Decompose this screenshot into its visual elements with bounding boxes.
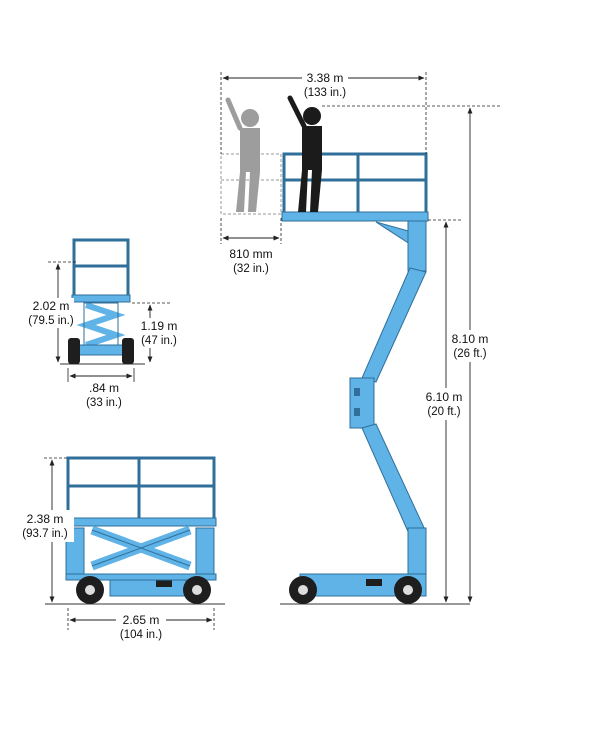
platform-height-metric: 6.10 m <box>426 390 463 404</box>
dimension-platform-height: 6.10 m (20 ft.) <box>422 219 466 603</box>
elevated-view-machine <box>220 152 470 605</box>
machine-width-metric: .84 m <box>89 381 119 395</box>
stowed-height-side-imperial: (93.7 in.) <box>22 528 68 540</box>
dimension-platform-length: 3.38 m (133 in.) <box>220 70 427 154</box>
stowed-height-front-metric: 2.02 m <box>33 299 70 313</box>
dimension-machine-width: .84 m (33 in.) <box>67 368 135 409</box>
working-height-imperial: (26 ft.) <box>453 348 486 360</box>
side-view-stowed-machine <box>45 456 225 605</box>
stowed-height-front-imperial: (79.5 in.) <box>28 315 74 327</box>
platform-length-imperial: (133 in.) <box>304 87 346 99</box>
dimension-machine-length: 2.65 m (104 in.) <box>67 608 215 641</box>
stowed-height-side-metric: 2.38 m <box>27 512 64 526</box>
machine-length-imperial: (104 in.) <box>120 629 162 641</box>
extension-deck-metric: 810 mm <box>229 247 272 261</box>
dimension-stowed-height-side: 2.38 m (93.7 in.) <box>20 457 74 603</box>
person-icon-extended <box>225 97 260 212</box>
platform-height-imperial: (20 ft.) <box>427 406 460 418</box>
machine-length-metric: 2.65 m <box>123 613 160 627</box>
dimension-rails-folded-height: 1.19 m (47 in.) <box>132 302 180 363</box>
dimension-stowed-height-front: 2.02 m (79.5 in.) <box>28 261 76 363</box>
machine-width-imperial: (33 in.) <box>86 397 122 409</box>
platform-length-metric: 3.38 m <box>307 71 344 85</box>
working-height-metric: 8.10 m <box>452 332 489 346</box>
rails-folded-height-imperial: (47 in.) <box>141 335 177 347</box>
person-icon-platform <box>287 95 322 212</box>
dimension-extension-deck: 810 mm (32 in.) <box>220 218 282 275</box>
front-view-machine <box>60 238 145 365</box>
dimension-working-height: 8.10 m (26 ft.) <box>322 105 500 603</box>
extension-deck-imperial: (32 in.) <box>233 263 269 275</box>
rails-folded-height-metric: 1.19 m <box>141 319 178 333</box>
